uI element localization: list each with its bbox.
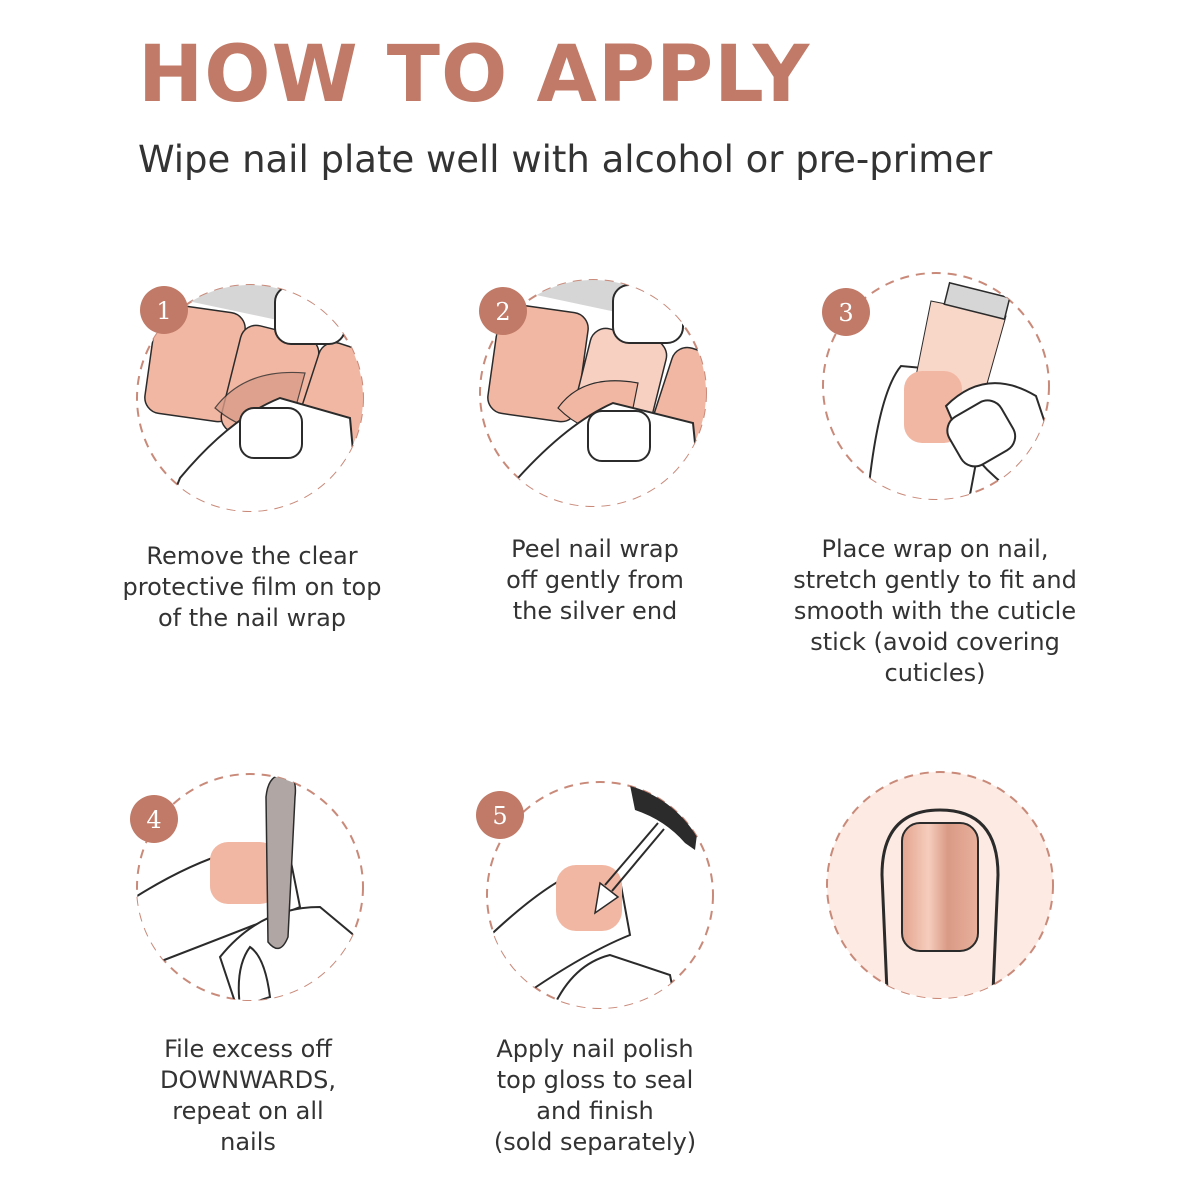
step-1-caption-line: Remove the clear [146,542,358,570]
step-3-caption-line: Place wrap on nail, [821,535,1049,563]
step-2-illustration: 2 [463,263,723,523]
step-3-caption: Place wrap on nail, stretch gently to fi… [765,534,1105,689]
peel-film-icon: 1 [136,284,364,512]
place-wrap-icon: 3 [822,272,1050,500]
step-4-number: 4 [146,806,161,834]
step-2-number: 2 [495,298,510,326]
step-3-caption-line: smooth with the cuticle [793,597,1077,625]
step-5-caption-line: and finish [536,1097,654,1125]
step-4-caption-line: DOWNWARDS, [160,1066,336,1094]
step-3-illustration: 3 [806,256,1066,516]
step-1-caption: Remove the clear protective film on top … [82,541,422,634]
page-subtitle: Wipe nail plate well with alcohol or pre… [138,138,993,181]
step-4-caption-line: repeat on all [172,1097,324,1125]
final-result-illustration [810,755,1070,1015]
page-title: HOW TO APPLY [138,30,811,120]
step-2-caption: Peel nail wrap off gently from the silve… [425,534,765,627]
step-2-caption-line: Peel nail wrap [511,535,679,563]
step-3-number: 3 [838,299,853,327]
step-5-caption-line: Apply nail polish [496,1035,694,1063]
step-3-caption-line: cuticles) [884,659,986,687]
step-5-caption-line: (sold separately) [493,1128,697,1156]
step-4-illustration: 4 [120,757,380,1017]
finished-nail-icon [826,771,1054,999]
step-3-caption-line: stick (avoid covering [810,628,1060,656]
step-1-number: 1 [156,297,171,325]
step-4-caption-line: nails [220,1128,276,1156]
step-1-caption-line: protective film on top [122,573,382,601]
step-2-caption-line: off gently from [506,566,684,594]
step-5-illustration: 5 [470,765,730,1025]
step-4-caption: File excess off DOWNWARDS, repeat on all… [78,1034,418,1158]
peel-wrap-icon: 2 [479,279,707,507]
step-4-caption-line: File excess off [164,1035,332,1063]
step-2-caption-line: the silver end [512,597,678,625]
step-5-caption-line: top gloss to seal [496,1066,694,1094]
step-1-illustration: 1 [120,268,380,528]
nail-file-icon: 4 [130,773,364,1001]
step-3-caption-line: stretch gently to fit and [793,566,1077,594]
step-5-number: 5 [492,802,507,830]
step-1-caption-line: of the nail wrap [157,604,347,632]
step-5-caption: Apply nail polish top gloss to seal and … [425,1034,765,1158]
polish-brush-icon: 5 [476,781,714,1009]
